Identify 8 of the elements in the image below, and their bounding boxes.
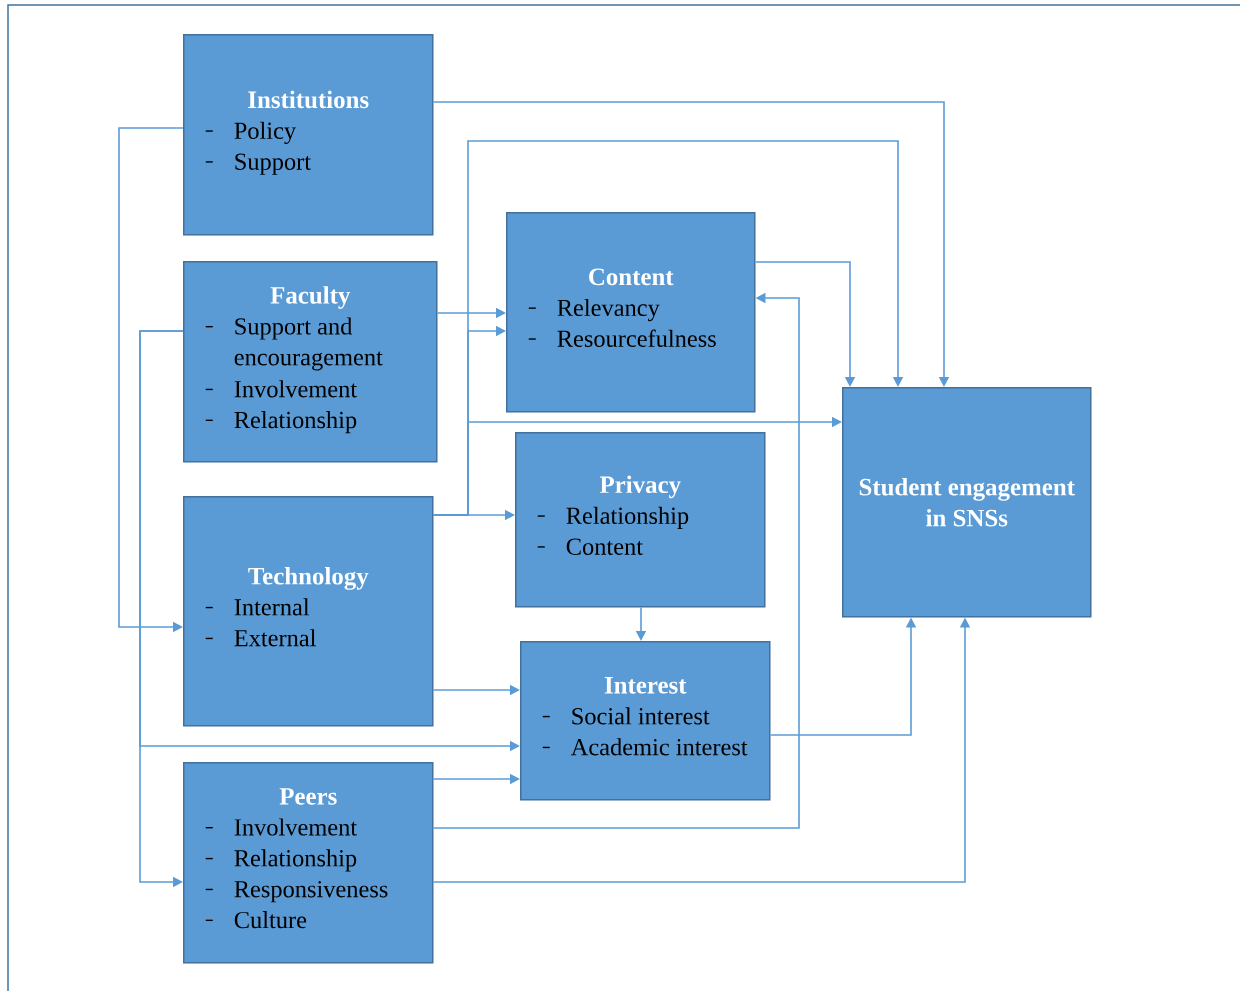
- factor-box: Faculty Support and encouragement Involvement Relationship: [183, 261, 438, 463]
- factor-box: Privacy Relationship Content: [515, 432, 766, 608]
- outcome-box: Student engagement in SNSs: [842, 387, 1092, 618]
- factor-box: Content Relevancy Resourcefulness: [506, 212, 756, 413]
- factor-box: Interest Social interest Academic interest: [520, 641, 771, 801]
- factor-box: Technology Internal External: [183, 496, 434, 727]
- factor-box: Peers Involvement Relationship Responsiveness Culture: [183, 762, 434, 964]
- factor-box: Institutions Policy Support: [183, 34, 434, 236]
